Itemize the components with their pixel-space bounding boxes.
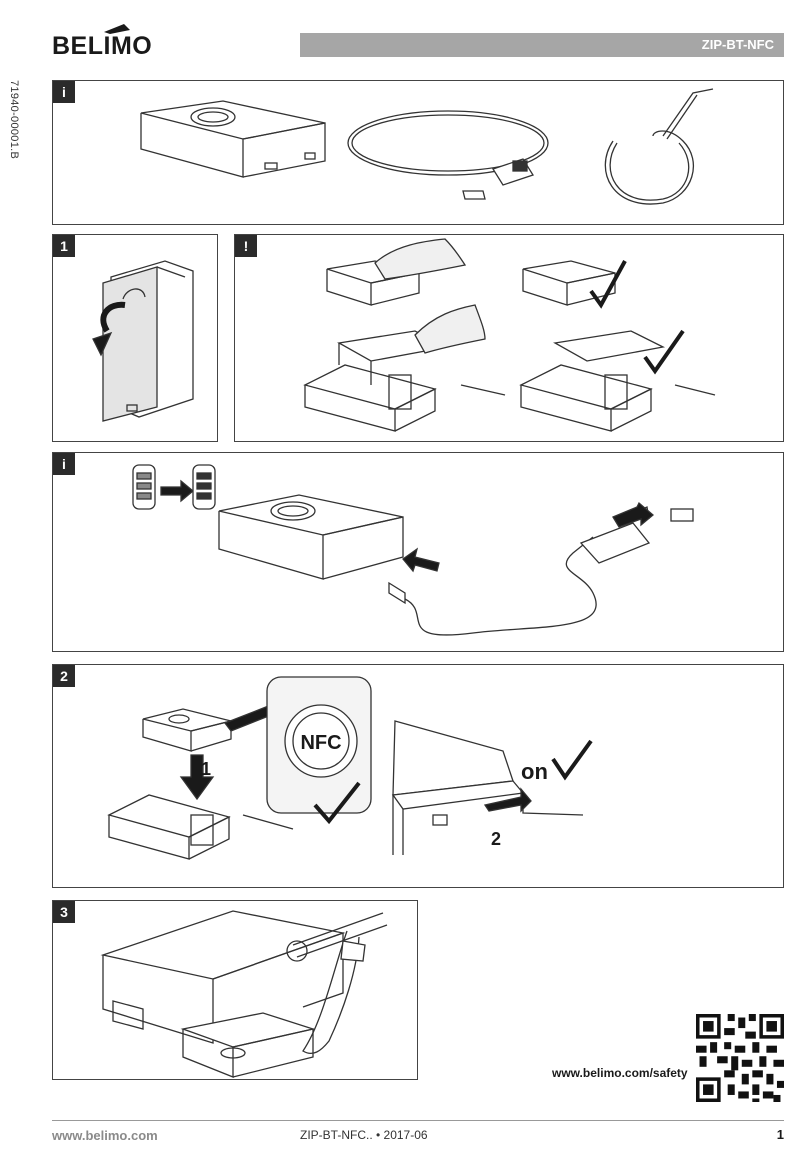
panel-label: i xyxy=(53,453,75,475)
logo-swoosh-icon xyxy=(104,24,130,34)
safety-url[interactable]: www.belimo.com/safety xyxy=(552,1066,688,1080)
open-cover-illustration xyxy=(92,260,194,422)
charging-illustration xyxy=(132,464,694,636)
actuator-icon xyxy=(100,910,388,1044)
power-on-detail: 2 on xyxy=(391,720,593,855)
panel-warning: ! xyxy=(234,234,784,442)
device-icon xyxy=(180,1012,316,1078)
qr-code-icon xyxy=(696,1014,784,1102)
arrow-right-icon xyxy=(612,501,655,528)
attach-lanyard-illustration xyxy=(100,910,388,1078)
panel-step-2: 2 1 NFC xyxy=(52,664,784,888)
arrow-right-icon xyxy=(483,787,532,813)
usb-cable-icon xyxy=(347,110,549,200)
footer-doc-ref: ZIP-BT-NFC.. • 2017-06 xyxy=(300,1128,428,1142)
wipe-actuator-bottom-left xyxy=(303,304,506,432)
contents-illustration xyxy=(140,88,714,205)
arrow-right-icon xyxy=(160,479,195,503)
checkmark-icon xyxy=(643,329,685,375)
panel-charging: i xyxy=(52,452,784,652)
checkmark-icon xyxy=(551,739,593,781)
product-code-bar: ZIP-BT-NFC xyxy=(300,33,784,57)
brand-name: BELIMO xyxy=(52,32,153,60)
wipe-device-top-left xyxy=(326,238,467,306)
usb-cable-icon xyxy=(388,501,694,636)
document-number: 71940-00001.B xyxy=(8,80,20,160)
panel-label: ! xyxy=(235,235,257,257)
clean-device-top-right xyxy=(522,260,627,309)
lanyard-icon xyxy=(604,88,714,205)
footer-website[interactable]: www.belimo.com xyxy=(52,1128,158,1143)
panel-contents: i xyxy=(52,80,784,225)
sub-step-1-label: 1 xyxy=(201,759,211,779)
arrow-down-icon xyxy=(179,754,215,801)
battery-empty-icon xyxy=(132,464,156,510)
footer-divider xyxy=(52,1120,784,1121)
belimo-logo: BELIMO xyxy=(52,22,162,62)
nfc-pairing-illustration: 1 NFC 2 on xyxy=(107,676,593,860)
panel-step-1: 1 xyxy=(52,234,218,442)
panel-label: 1 xyxy=(53,235,75,257)
clean-surface-illustration xyxy=(303,238,716,432)
panel-step-3: 3 xyxy=(52,900,418,1080)
sub-step-2-label: 2 xyxy=(491,829,501,849)
battery-full-icon xyxy=(192,464,216,510)
page-number: 1 xyxy=(776,1127,784,1142)
panel-label: i xyxy=(53,81,75,103)
device-icon xyxy=(218,494,404,580)
nfc-logo-text: NFC xyxy=(300,732,341,754)
device-icon xyxy=(142,708,232,752)
checkmark-icon xyxy=(589,260,627,309)
panel-label: 2 xyxy=(53,665,75,687)
panel-label: 3 xyxy=(53,901,75,923)
checkmark-icon xyxy=(313,781,361,825)
clean-actuator-bottom-right xyxy=(519,329,716,432)
actuator-icon xyxy=(107,794,294,860)
on-label: on xyxy=(521,759,548,784)
rotate-arrow-icon xyxy=(92,331,113,357)
device-icon xyxy=(140,100,326,178)
nfc-callout: NFC xyxy=(266,676,372,825)
arrow-left-icon xyxy=(402,547,440,573)
lanyard-icon xyxy=(302,930,366,1055)
